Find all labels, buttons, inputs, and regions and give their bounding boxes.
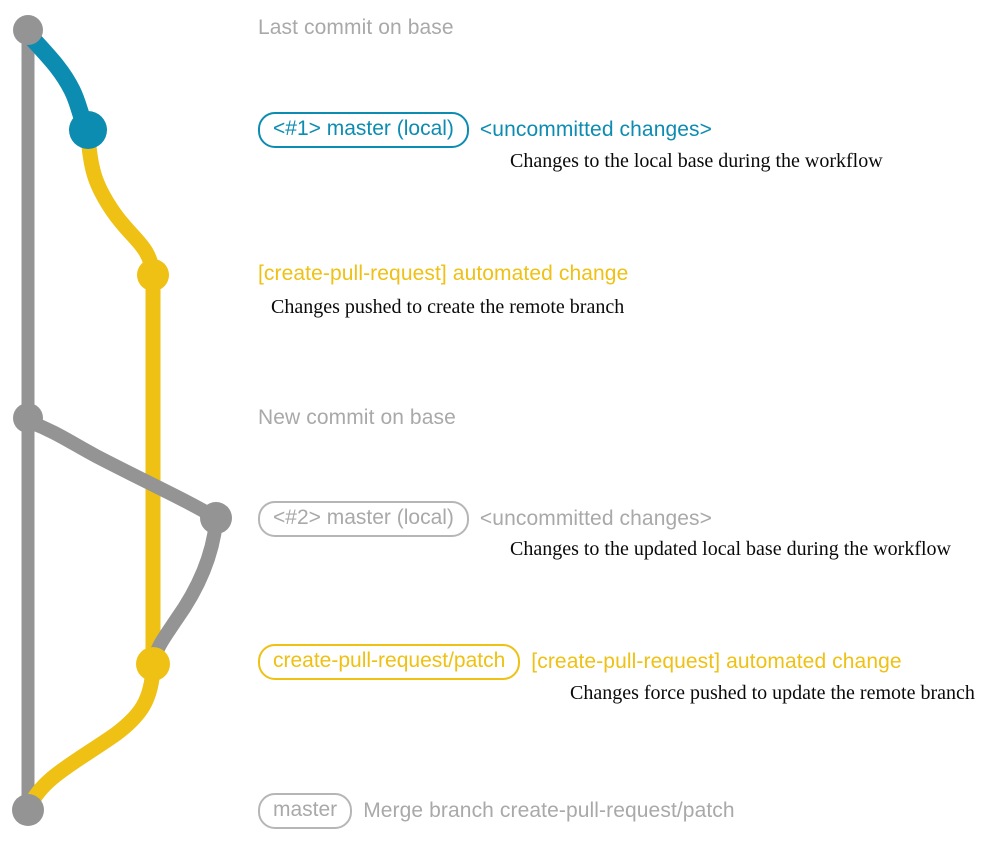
commit-headline: Last commit on base <box>258 16 454 39</box>
row-automated-change-1: [create-pull-request] automated change <box>258 262 628 286</box>
branch-pill-master-local-1[interactable]: <#1> master (local) <box>258 112 469 149</box>
commit-node-local-2[interactable] <box>200 502 232 534</box>
commit-node-base-1[interactable] <box>13 15 43 45</box>
branch-pill-master[interactable]: master <box>258 793 353 830</box>
edge-local2-to-patch2 <box>146 515 223 671</box>
commit-node-patch-1[interactable] <box>137 259 169 291</box>
row-automated-change-2: create-pull-request/patch [create-pull-r… <box>258 644 902 681</box>
commit-headline: [create-pull-request] automated change <box>258 262 629 285</box>
commit-description-3: Changes to the updated local base during… <box>510 538 951 560</box>
commit-description-2: Changes pushed to create the remote bran… <box>271 296 625 318</box>
commit-node-merge[interactable] <box>12 794 44 826</box>
branch-pill-master-local-2[interactable]: <#2> master (local) <box>258 501 469 538</box>
commit-subject: [create-pull-request] automated change <box>531 650 902 674</box>
commit-subject: <uncommitted changes> <box>479 118 712 142</box>
commit-node-patch-2[interactable] <box>136 647 170 681</box>
commit-description-1: Changes to the local base during the wor… <box>510 150 883 172</box>
commit-description-4: Changes force pushed to update the remot… <box>570 682 975 704</box>
row-new-commit-on-base: New commit on base <box>258 406 456 430</box>
commit-subject: Merge branch create-pull-request/patch <box>363 799 735 823</box>
commit-subject: <uncommitted changes> <box>479 507 712 531</box>
commit-node-local-1[interactable] <box>69 111 107 149</box>
row-merge-commit: master Merge branch create-pull-request/… <box>258 793 735 830</box>
branch-pill-create-pull-request-patch[interactable]: create-pull-request/patch <box>258 644 521 681</box>
row-local-change-1: <#1> master (local) <uncommitted changes… <box>258 112 712 149</box>
edge-local1-to-patch1 <box>80 125 161 283</box>
edge-patch2-to-merge <box>22 658 161 814</box>
commit-node-base-2[interactable] <box>13 403 43 433</box>
row-local-change-2: <#2> master (local) <uncommitted changes… <box>258 501 712 538</box>
edge-base2-to-local2 <box>23 415 223 525</box>
commit-graph <box>12 15 232 826</box>
commit-headline: New commit on base <box>258 406 456 429</box>
row-last-commit-on-base: Last commit on base <box>258 16 454 40</box>
